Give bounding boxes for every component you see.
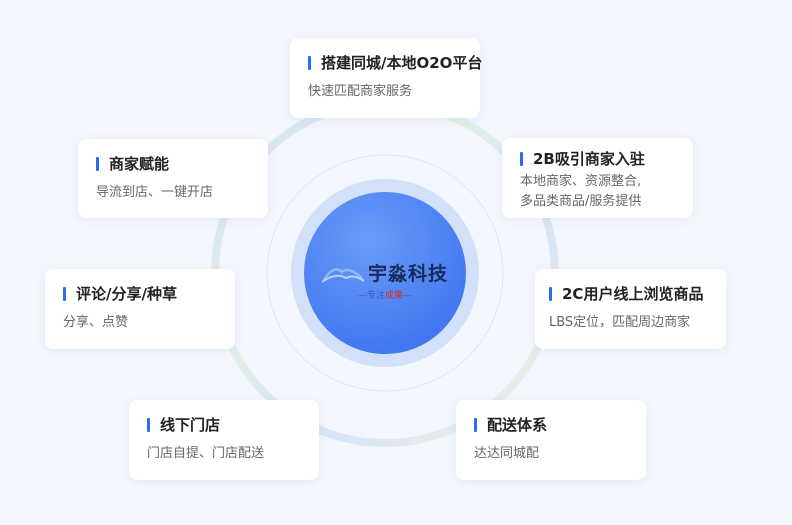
accent-bar [96, 157, 99, 171]
accent-bar [520, 152, 523, 166]
mountain-logo-icon [321, 268, 364, 283]
card-title: 2B吸引商家入驻 [533, 150, 645, 168]
card-desc-line: 达达同城配 [474, 446, 540, 461]
card-desc-line: 门店自提、门店配送 [147, 446, 265, 461]
accent-bar [308, 56, 311, 70]
card-title: 商家赋能 [109, 155, 170, 173]
card-o2o-platform: 搭建同城/本地O2O平台 快速匹配商家服务 [290, 38, 483, 118]
center-logo: 宇淼科技 —专注成果— [291, 180, 479, 368]
logo-seal: 成果 [385, 291, 404, 301]
card-2c-users: 2C用户线上浏览商品 LBS定位，匹配周边商家 [535, 269, 726, 349]
card-desc-line: 导流到店、一键开店 [96, 185, 214, 200]
card-delivery: 配送体系 达达同城配 [456, 400, 646, 480]
card-title: 2C用户线上浏览商品 [562, 285, 704, 303]
inner-thin-ring [266, 154, 504, 392]
card-desc-line: 分享、点赞 [63, 315, 129, 330]
logo-subtitle: —专注成果— [357, 291, 413, 301]
accent-bar [147, 418, 150, 432]
accent-bar [63, 287, 66, 301]
card-merchant-empower: 商家赋能 导流到店、一键开店 [78, 139, 268, 218]
company-name: 宇淼科技 [367, 262, 448, 285]
center-circle [304, 192, 466, 354]
card-title: 搭建同城/本地O2O平台 [321, 54, 483, 72]
card-offline-store: 线下门店 门店自提、门店配送 [129, 400, 319, 480]
card-desc-line: 多品类商品/服务提供 [520, 194, 642, 209]
card-title: 评论/分享/种草 [76, 285, 177, 303]
card-desc-line: LBS定位，匹配周边商家 [549, 315, 691, 330]
accent-bar [549, 287, 552, 301]
card-review-share: 评论/分享/种草 分享、点赞 [45, 269, 235, 349]
accent-bar [474, 418, 477, 432]
card-title: 配送体系 [487, 416, 548, 434]
card-title: 线下门店 [160, 416, 221, 434]
card-2b-merchants: 2B吸引商家入驻 本地商家、资源整合, 多品类商品/服务提供 [502, 138, 693, 218]
card-desc-line: 本地商家、资源整合, [520, 174, 642, 189]
card-desc-line: 快速匹配商家服务 [308, 84, 413, 99]
